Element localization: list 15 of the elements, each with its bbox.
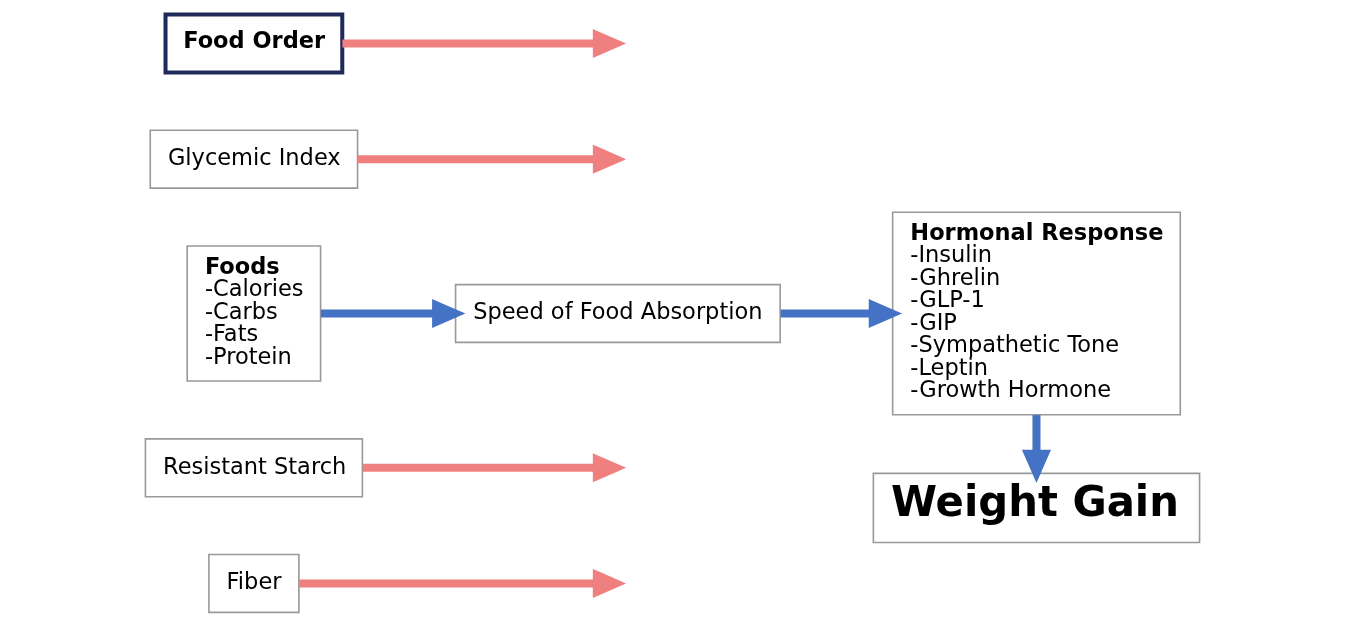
node-box: Foods -Calories -Carbs -Fats -Protein — [186, 245, 322, 382]
arrow — [299, 568, 627, 599]
node-box: Glycemic Index — [149, 129, 359, 189]
node-box: Fiber — [208, 553, 300, 614]
arrow — [320, 298, 466, 329]
node-box: Food Order — [163, 12, 345, 75]
arrow — [1021, 415, 1052, 483]
node-box: Weight Gain — [872, 472, 1201, 544]
arrow — [780, 298, 903, 329]
node-box: Hormonal Response -Insulin -Ghrelin -GLP-1 -GIP -Sympathetic Tone -Leptin -Growth Hormone — [891, 211, 1182, 416]
node-box: Resistant Starch — [144, 438, 364, 498]
arrow — [362, 453, 627, 483]
arrow — [342, 28, 627, 59]
arrow — [357, 144, 627, 174]
node-box: Speed of Food Absorption — [454, 283, 781, 344]
